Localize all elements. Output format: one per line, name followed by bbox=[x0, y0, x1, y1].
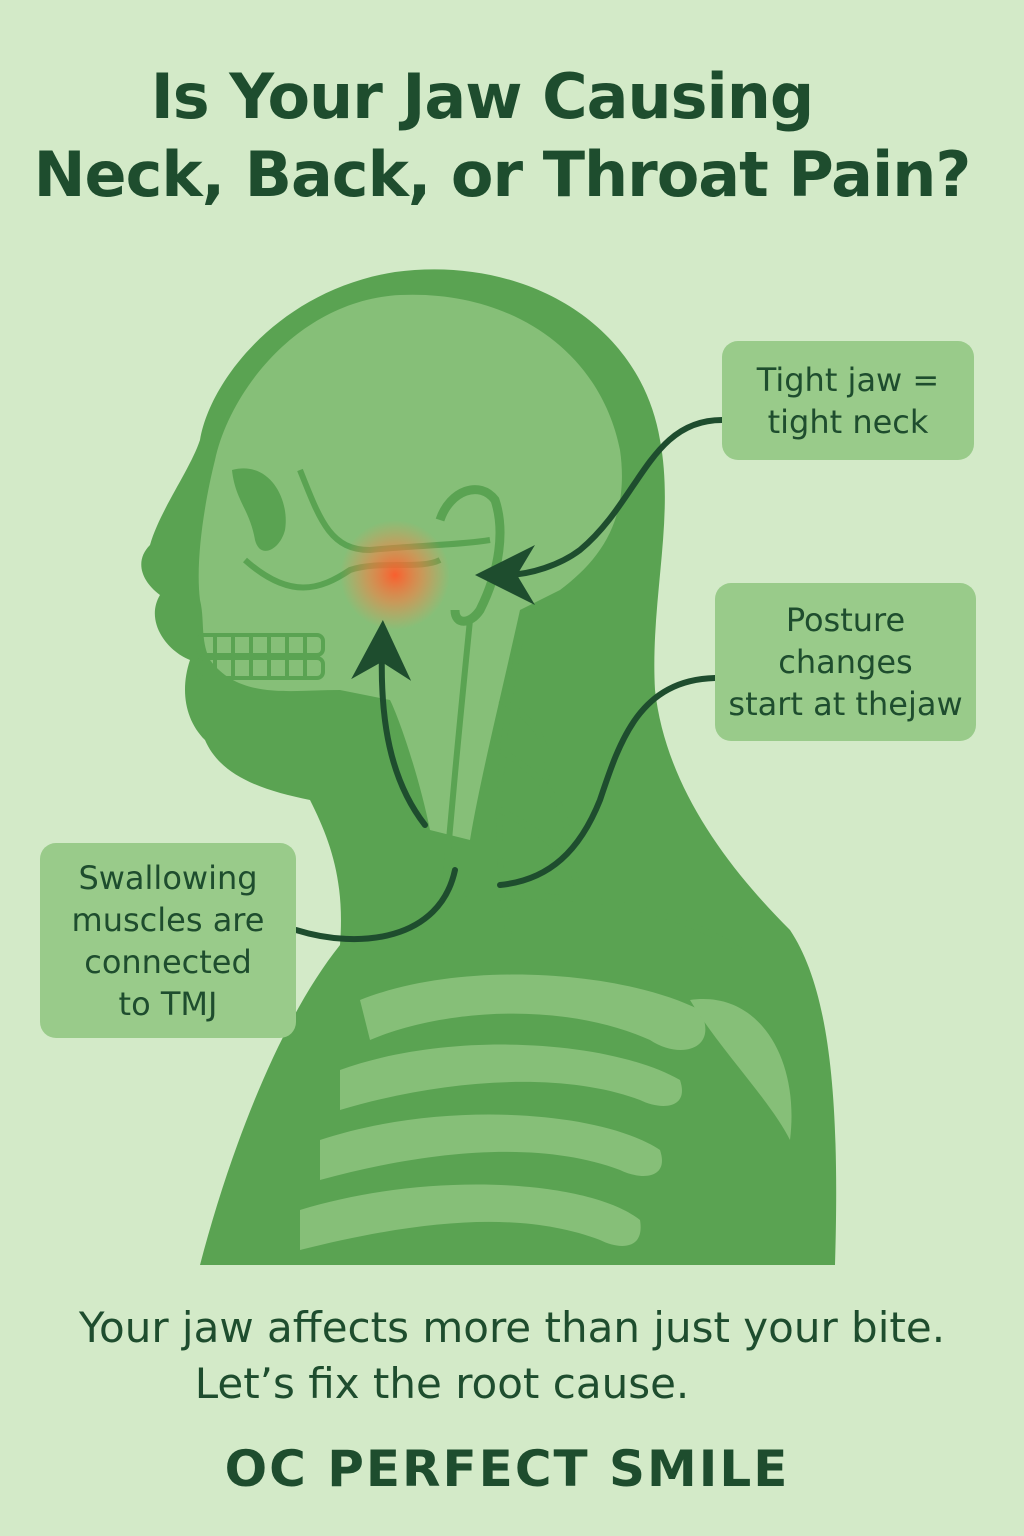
arrow-jaw-up bbox=[351, 620, 428, 828]
callout-text: Swallowing bbox=[78, 858, 258, 897]
callout-text: start at thejaw bbox=[728, 685, 963, 723]
callout-text: Tight jaw = bbox=[756, 360, 940, 399]
title-line-1: Is Your Jaw Causing bbox=[150, 60, 815, 133]
brand-name: OC PERFECT SMILE bbox=[224, 1440, 790, 1498]
teeth bbox=[196, 633, 325, 680]
callout-text: connected bbox=[84, 942, 252, 981]
callout-swallowing: Swallowing muscles are connected to TMJ bbox=[40, 843, 296, 1038]
connector-posture bbox=[497, 675, 718, 888]
tmj-pain-glow bbox=[340, 520, 450, 630]
connector-swallowing bbox=[293, 867, 458, 943]
eye-socket bbox=[232, 468, 286, 551]
callout-text: muscles are bbox=[71, 900, 265, 939]
neck-muscles bbox=[437, 619, 742, 953]
callout-text: to TMJ bbox=[118, 984, 218, 1023]
arrow-tight-jaw bbox=[475, 417, 725, 605]
callout-text: Posture bbox=[785, 601, 906, 639]
tagline-line-2: Let’s fix the root cause. bbox=[194, 1359, 690, 1408]
tagline-line-1: Your jaw affects more than just your bit… bbox=[78, 1303, 946, 1352]
connector-arrows bbox=[293, 417, 725, 943]
ribcage bbox=[300, 974, 792, 1250]
callout-text: changes bbox=[778, 643, 913, 681]
callout-posture: Posture changes start at thejaw bbox=[715, 583, 976, 741]
callout-text: tight neck bbox=[767, 402, 929, 441]
title-line-2: Neck, Back, or Throat Pain? bbox=[33, 138, 972, 211]
callout-tight-jaw: Tight jaw = tight neck bbox=[722, 341, 974, 460]
